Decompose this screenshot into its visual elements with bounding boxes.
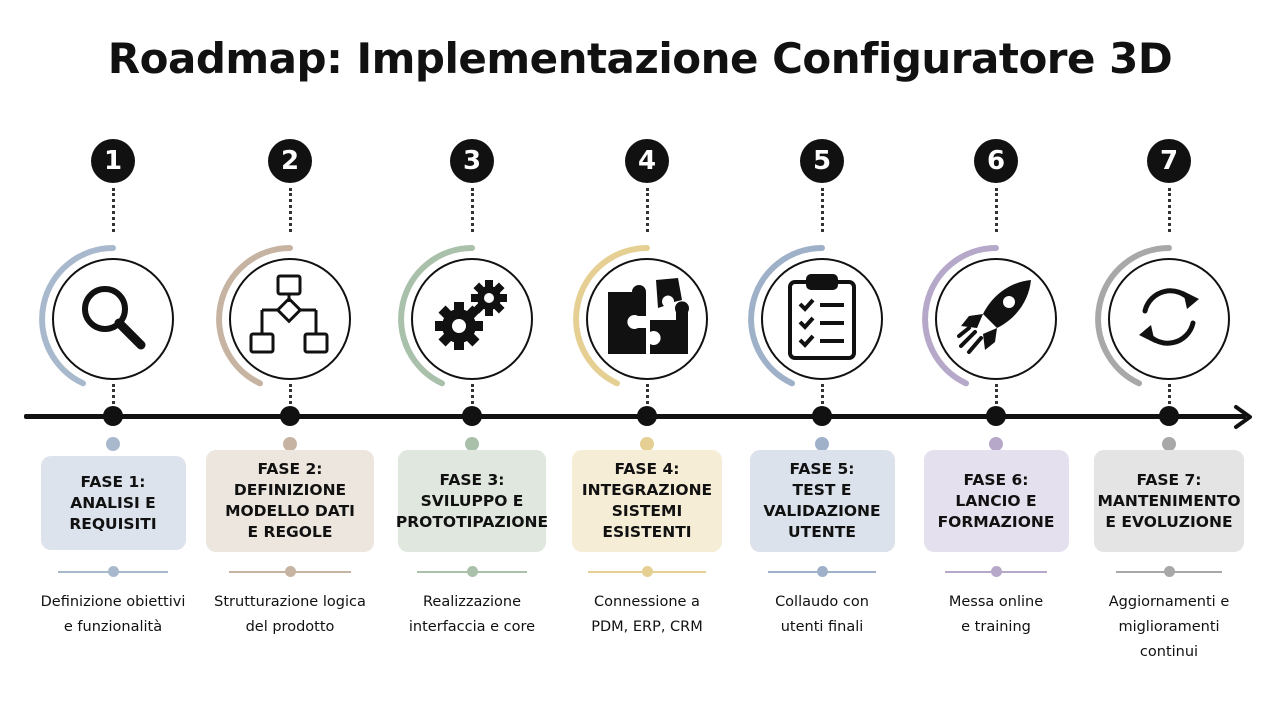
dotted-connector — [1168, 384, 1171, 404]
dotted-connector — [289, 188, 292, 232]
separator-dot — [1164, 566, 1175, 577]
phase-description: Connessione a PDM, ERP, CRM — [591, 594, 703, 635]
phase-color-dot — [106, 437, 120, 451]
separator-dot — [817, 566, 828, 577]
phase-icon-group — [397, 236, 547, 396]
phase-icon-group — [38, 236, 188, 396]
timeline-node — [812, 406, 832, 426]
icon-circle — [52, 258, 174, 380]
dotted-connector — [995, 188, 998, 232]
phase-number-badge: 7 — [1147, 139, 1191, 183]
phase-description: Definizione obiettivi e funzionalità — [40, 594, 186, 635]
icon-circle — [761, 258, 883, 380]
page-title: Roadmap: Implementazione Configuratore 3… — [107, 34, 1173, 83]
rocket-icon — [953, 274, 1039, 364]
phase-number-badge: 2 — [268, 139, 312, 183]
checklist-icon — [782, 272, 862, 366]
dotted-connector — [646, 188, 649, 232]
dotted-connector — [821, 384, 824, 404]
phase-label-box: FASE 2: DEFINIZIONE MODELLO DATI E REGOL… — [206, 450, 374, 552]
progress-arc — [1095, 245, 1172, 387]
dotted-connector — [646, 384, 649, 404]
phase-number-badge: 4 — [625, 139, 669, 183]
phase-icon-group — [921, 236, 1071, 396]
phase-label-box: FASE 6: LANCIO E FORMAZIONE — [923, 450, 1069, 552]
phase-label-box: FASE 7: MANTENIMENTO E EVOLUZIONE — [1094, 450, 1244, 552]
phase-color-dot — [1162, 437, 1176, 451]
icon-circle — [411, 258, 533, 380]
icon-circle — [1108, 258, 1230, 380]
phase-color-dot — [989, 437, 1003, 451]
progress-arc — [748, 245, 825, 387]
timeline-node — [1159, 406, 1179, 426]
separator-dot — [642, 566, 653, 577]
dotted-connector — [995, 384, 998, 404]
timeline-line — [24, 414, 1246, 419]
gears-icon — [429, 274, 515, 364]
dotted-connector — [1168, 188, 1171, 232]
phase-number-badge: 6 — [974, 139, 1018, 183]
phase-icon-group — [572, 236, 722, 396]
timeline-node — [637, 406, 657, 426]
phase-description: Strutturazione logica del prodotto — [214, 594, 366, 635]
phase-color-dot — [465, 437, 479, 451]
icon-circle — [935, 258, 1057, 380]
phase-number-badge: 3 — [450, 139, 494, 183]
phase-label-box: FASE 1: ANALISI E REQUISITI — [40, 456, 186, 550]
dotted-connector — [112, 384, 115, 404]
separator-dot — [108, 566, 119, 577]
dotted-connector — [471, 188, 474, 232]
progress-arc — [216, 245, 293, 387]
timeline-node — [986, 406, 1006, 426]
timeline-node — [103, 406, 123, 426]
phase-number-badge: 1 — [91, 139, 135, 183]
phase-label-box: FASE 4: INTEGRAZIONE SISTEMI ESISTENTI — [572, 450, 722, 552]
phase-label-box: FASE 3: SVILUPPO E PROTOTIPAZIONE — [396, 450, 548, 552]
icon-circle — [586, 258, 708, 380]
progress-arc — [39, 245, 116, 387]
phase-icon-group — [747, 236, 897, 396]
phase-color-dot — [815, 437, 829, 451]
progress-arc — [573, 245, 650, 387]
dotted-connector — [471, 384, 474, 404]
phase-color-dot — [640, 437, 654, 451]
phase-description: Messa online e training — [948, 594, 1044, 635]
phase-color-dot — [283, 437, 297, 451]
magnifier-icon — [73, 277, 153, 361]
timeline-node — [462, 406, 482, 426]
progress-arc — [398, 245, 475, 387]
phase-description: Aggiornamenti e miglioramenti continui — [1108, 594, 1230, 660]
timeline-node — [280, 406, 300, 426]
icon-circle — [229, 258, 351, 380]
phase-description: Collaudo con utenti finali — [775, 594, 869, 635]
separator-dot — [467, 566, 478, 577]
flowchart-icon — [248, 272, 332, 366]
dotted-connector — [112, 188, 115, 232]
dotted-connector — [821, 188, 824, 232]
phase-icon-group — [1094, 236, 1244, 396]
refresh-icon — [1129, 277, 1209, 361]
dotted-connector — [289, 384, 292, 404]
phase-icon-group — [215, 236, 365, 396]
separator-dot — [991, 566, 1002, 577]
progress-arc — [922, 245, 999, 387]
separator-dot — [285, 566, 296, 577]
timeline-arrowhead — [1234, 405, 1252, 429]
puzzle-icon — [602, 274, 692, 364]
phase-number-badge: 5 — [800, 139, 844, 183]
phase-label-box: FASE 5: TEST E VALIDAZIONE UTENTE — [749, 450, 895, 552]
phase-description: Realizzazione interfaccia e core — [408, 594, 536, 635]
